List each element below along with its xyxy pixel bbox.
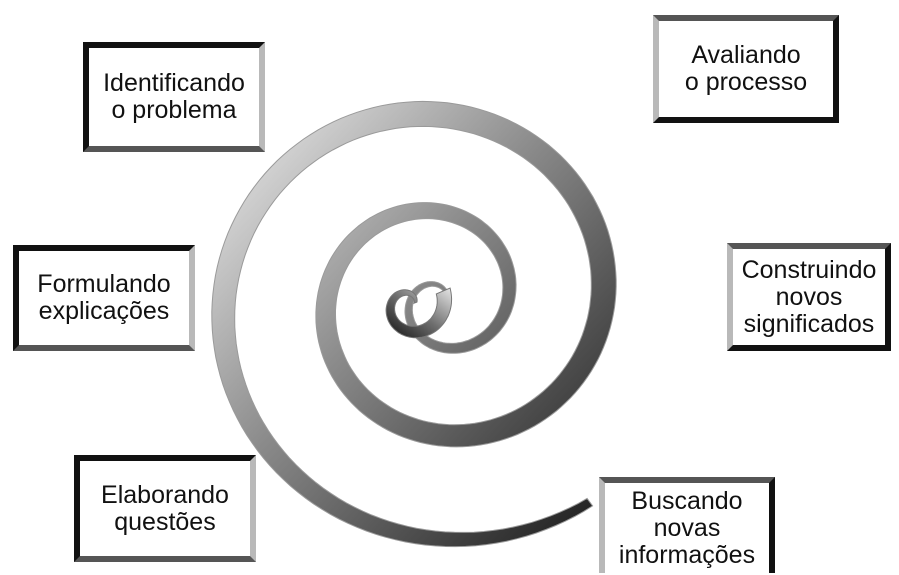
stage-formulando-box: Formulando explicações [13, 245, 195, 351]
stage-buscando-box: Buscando novas informações [599, 477, 775, 573]
spiral-ribbon-shape [211, 100, 617, 548]
stage-avaliando-box: Avaliando o processo [653, 15, 839, 123]
stage-avaliando-label: Avaliando o processo [684, 41, 808, 96]
stage-formulando-label: Formulando explicações [37, 270, 171, 325]
stage-identificando-label: Identificando o problema [103, 69, 245, 124]
stage-elaborando-label: Elaborando questões [101, 480, 229, 536]
stage-construindo-label: Construindo novos significados [741, 255, 877, 338]
spiral-core-shape [385, 287, 453, 339]
stage-elaborando-box: Elaborando questões [74, 455, 256, 562]
stage-identificando-box: Identificando o problema [83, 42, 265, 152]
stage-buscando-label: Buscando novas informações [618, 486, 756, 569]
stage-construindo-box: Construindo novos significados [727, 243, 891, 351]
